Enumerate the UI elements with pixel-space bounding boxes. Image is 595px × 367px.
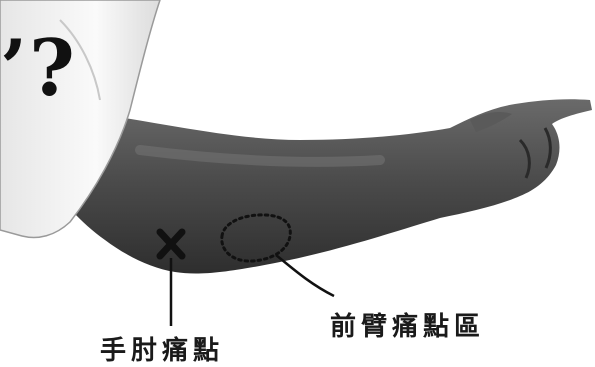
- forearm-leader-line: [276, 255, 334, 296]
- elbow-pain-point-label: 手肘痛點: [100, 330, 224, 367]
- forearm-pain-area-label: 前臂痛點區: [330, 306, 485, 343]
- arm-shape: [52, 99, 592, 273]
- question-marks: ’?: [0, 30, 77, 108]
